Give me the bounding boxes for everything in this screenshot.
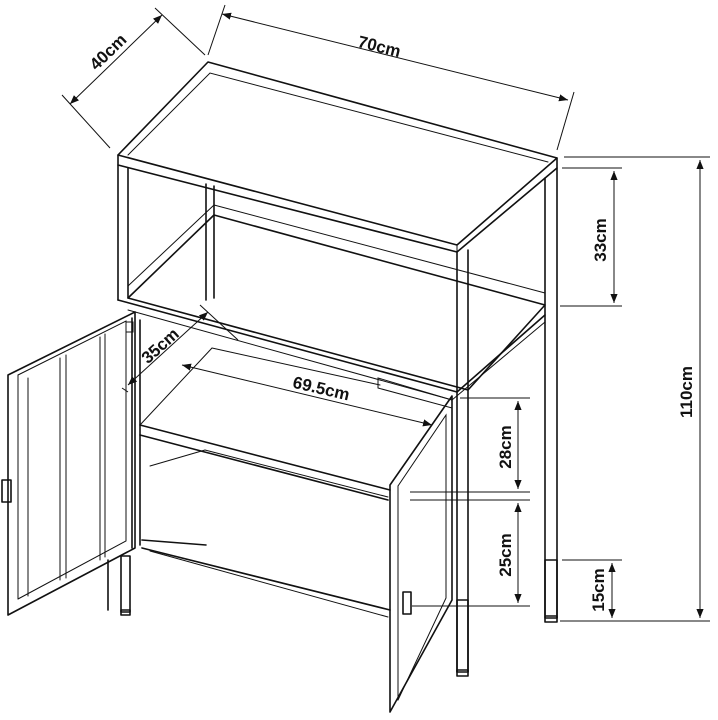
dimension-height: 110cm bbox=[560, 156, 710, 622]
label-inner-depth: 35cm bbox=[138, 324, 183, 367]
dimension-depth: 40cm bbox=[61, 7, 206, 149]
label-lower-compartment: 25cm bbox=[496, 533, 515, 576]
dimension-upper-compartment: 28cm bbox=[410, 397, 530, 493]
left-door bbox=[1, 311, 136, 616]
top-panel bbox=[117, 61, 558, 253]
label-upper-compartment: 28cm bbox=[496, 425, 515, 468]
right-door bbox=[389, 395, 453, 713]
label-leg-height: 15cm bbox=[589, 568, 608, 611]
dimension-lower-compartment: 25cm bbox=[410, 499, 530, 607]
label-inner-width: 69.5cm bbox=[291, 373, 351, 404]
middle-shelf bbox=[127, 204, 546, 391]
frame-posts bbox=[117, 164, 558, 673]
label-width: 70cm bbox=[356, 32, 403, 61]
dimension-top-shelf-gap: 33cm bbox=[560, 167, 622, 307]
legs bbox=[107, 555, 558, 677]
label-top-shelf-gap: 33cm bbox=[591, 218, 610, 261]
label-height: 110cm bbox=[677, 366, 696, 418]
dimension-leg-height: 15cm bbox=[562, 559, 622, 618]
dimension-inner-width: 69.5cm bbox=[181, 363, 433, 427]
